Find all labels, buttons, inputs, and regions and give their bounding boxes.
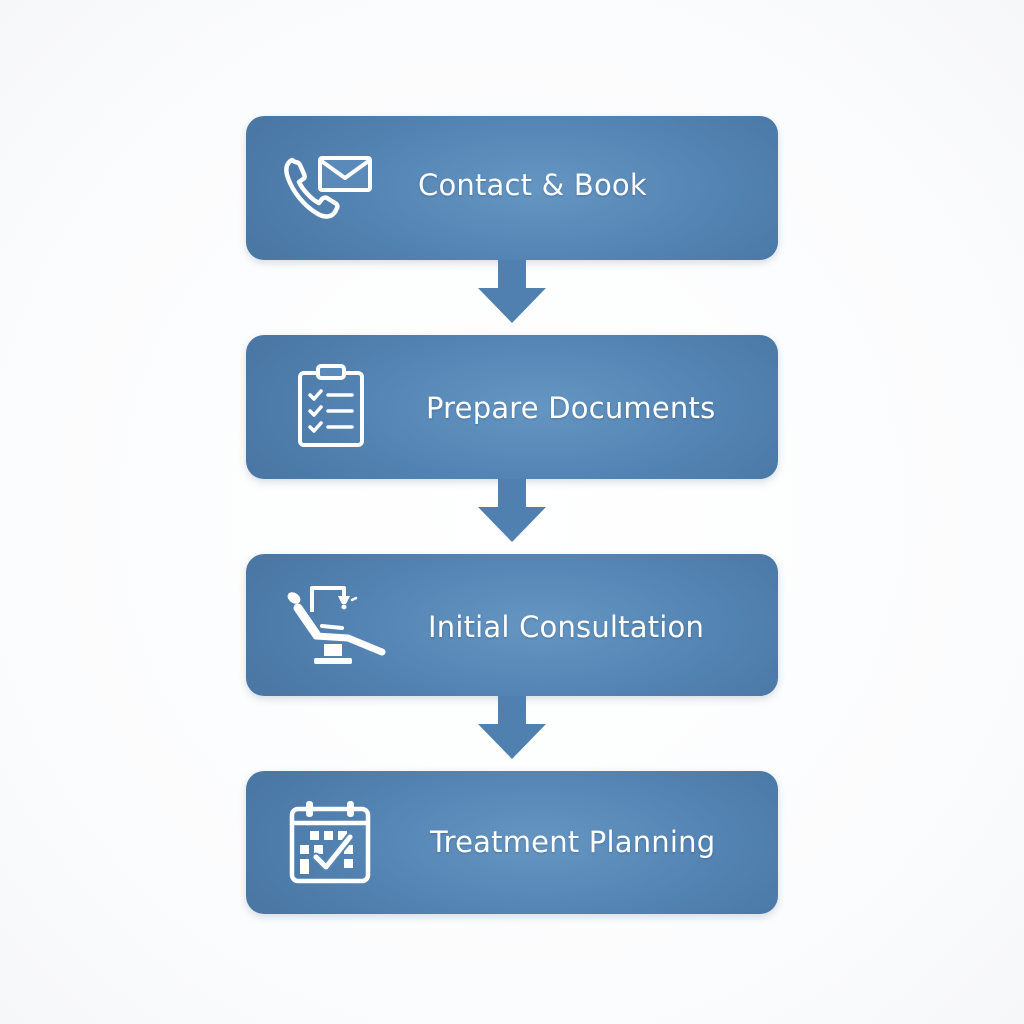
step-prepare-documents: Prepare Documents <box>246 335 778 479</box>
step-treatment-planning: Treatment Planning <box>246 771 778 914</box>
step-label: Contact & Book <box>418 168 647 202</box>
dental-chair-icon <box>287 586 386 664</box>
step-label: Prepare Documents <box>426 391 716 425</box>
calendar-check-icon <box>289 801 371 884</box>
down-arrow <box>478 696 546 759</box>
clipboard-checklist-icon <box>298 364 364 447</box>
down-arrow <box>478 479 546 542</box>
step-label: Treatment Planning <box>430 825 716 859</box>
down-arrow <box>478 260 546 323</box>
step-label: Initial Consultation <box>428 610 705 644</box>
step-initial-consultation: Initial Consultation <box>246 554 778 696</box>
phone-envelope-icon <box>284 156 372 219</box>
step-contact-book: Contact & Book <box>246 116 778 260</box>
